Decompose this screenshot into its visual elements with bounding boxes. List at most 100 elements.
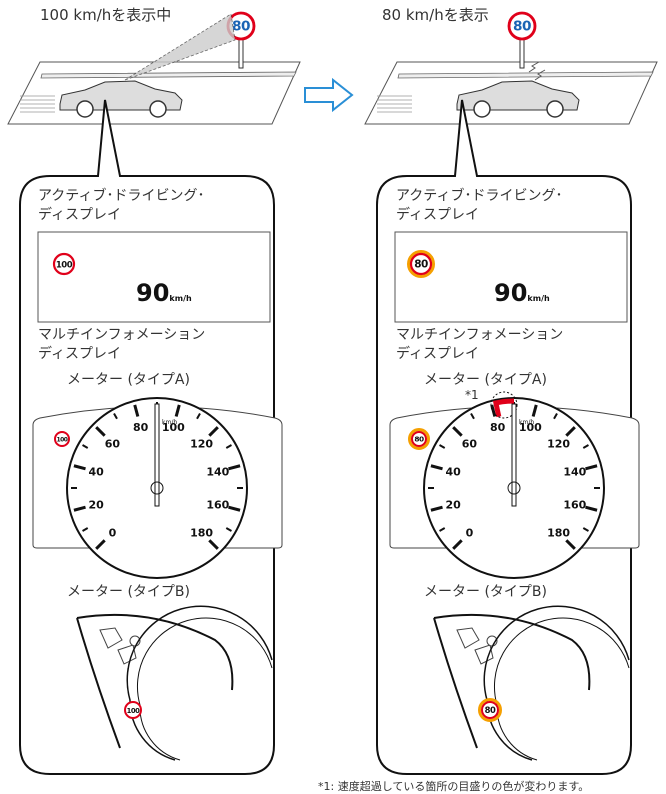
gauge-label-160: 160	[563, 498, 586, 511]
left-meter-a-sign: 100	[54, 431, 70, 447]
gauge-tick-80	[490, 404, 497, 417]
left-mid-title-2: ディスプレイ	[38, 346, 122, 362]
right-adhud-title-1: アクティブ･ドライビング･	[396, 188, 563, 204]
wheel	[473, 100, 491, 118]
right-adhud-title-2: ディスプレイ	[396, 207, 480, 223]
gauge-tick-50	[439, 444, 446, 449]
gauge-tick-180	[565, 539, 576, 550]
gauge-label-100: 100	[519, 421, 542, 434]
right-speed-value: 90	[494, 279, 528, 307]
gauge-label-180: 180	[190, 527, 213, 540]
right-sign-post	[519, 37, 525, 69]
gauge-tick-100	[174, 404, 181, 417]
signal-icon	[528, 61, 546, 81]
right-meter-b-housing	[433, 613, 591, 749]
gauge-tick-70	[113, 413, 118, 420]
sign-value: 80	[513, 19, 531, 35]
gauge-tick-40	[430, 464, 443, 471]
gauge-label-80: 80	[133, 421, 149, 434]
gauge-label-80: 80	[490, 421, 506, 434]
left-meter-b-title: メーター (タイプB)	[67, 584, 190, 600]
gauge-tick-100	[531, 404, 538, 417]
gauge-label-120: 120	[190, 437, 213, 450]
left-speed-unit: km/h	[169, 294, 192, 303]
right-meter-b-title: メーター (タイプB)	[424, 584, 547, 600]
gauge-label-180: 180	[547, 527, 570, 540]
left-road-sign: 80	[226, 11, 256, 41]
sign-value: 80	[485, 705, 496, 715]
sign-value: 80	[414, 435, 424, 444]
left-meter-b-housing	[76, 613, 234, 749]
gauge-label-0: 0	[109, 527, 117, 540]
gauge-tick-140	[585, 464, 598, 471]
gauge-tick-50	[82, 444, 89, 449]
sign-ring	[52, 252, 76, 276]
left-meter-a-title: メーター (タイプA)	[67, 372, 190, 388]
right-mid-title-2: ディスプレイ	[396, 346, 480, 362]
left-adhud-title-2: ディスプレイ	[38, 207, 122, 223]
warning-lamps	[99, 627, 137, 665]
gauge-tick-60	[452, 426, 463, 437]
gauge-tick-120	[208, 426, 219, 437]
gauge-tick-160	[228, 505, 241, 512]
right-speed-readout: 90km/h	[494, 279, 550, 307]
right-meter-b-outer-ring	[483, 605, 630, 761]
gauge-tick-20	[430, 505, 443, 512]
gauge-tick-140	[228, 464, 241, 471]
sign-ring	[507, 11, 537, 41]
gauge-tick-0	[452, 539, 463, 550]
right-adhud-display	[394, 231, 628, 323]
left-lane-line	[40, 71, 297, 79]
overspeed-tick-highlight	[492, 398, 515, 418]
sign-ring	[124, 701, 142, 719]
sign-ring	[481, 701, 499, 719]
gauge-tick-40	[73, 464, 86, 471]
gauge-label-160: 160	[206, 498, 229, 511]
gauge-label-20: 20	[88, 498, 104, 511]
sign-highlight	[407, 250, 435, 278]
sign-ring	[54, 431, 70, 447]
gauge-tick-130	[225, 444, 232, 449]
gauge-label-60: 60	[462, 437, 478, 450]
right-meter-a-title: メーター (タイプA)	[424, 372, 547, 388]
sign-value: 80	[414, 259, 428, 271]
gauge-label-140: 140	[206, 466, 229, 479]
right-meter-a-sign: 80	[408, 428, 430, 450]
left-adhud-sign: 100	[52, 252, 76, 276]
left-adhud-display	[37, 231, 271, 323]
left-meter-b-inner-ring	[136, 617, 273, 761]
gauge-tick-170	[225, 527, 232, 532]
sign-value: 100	[57, 437, 68, 444]
gauge-label-0: 0	[466, 527, 474, 540]
gauge-label-40: 40	[445, 466, 461, 479]
gauge-tick-20	[73, 505, 86, 512]
right-lane-line	[397, 71, 654, 79]
gauge-unit: km/h	[519, 419, 534, 426]
left-meter-b-sign: 100	[124, 701, 142, 719]
right-speed-unit: km/h	[527, 294, 550, 303]
right-needle	[511, 403, 517, 507]
sign-value: 80	[232, 19, 250, 35]
gauge-tick-180	[208, 539, 219, 550]
left-speed-value: 90	[136, 279, 170, 307]
left-needle-hub	[150, 481, 164, 495]
wheel	[149, 100, 167, 118]
gauge-label-20: 20	[445, 498, 461, 511]
gauge-label-120: 120	[547, 437, 570, 450]
gauge-tick-130	[582, 444, 589, 449]
right-mid-title-1: マルチインフォメーション	[396, 327, 564, 343]
gauge-tick-110	[196, 413, 201, 420]
left-adhud-title-1: アクティブ･ドライビング･	[38, 188, 205, 204]
sign-highlight	[408, 428, 430, 450]
gauge-label-40: 40	[88, 466, 104, 479]
overspeed-marker: *1	[465, 388, 479, 402]
gauge-tick-0	[95, 539, 106, 550]
left-needle	[154, 403, 160, 507]
sign-ring	[411, 431, 427, 447]
gauge-label-60: 60	[105, 437, 121, 450]
sign-value: 100	[127, 707, 140, 715]
sign-value: 100	[56, 261, 73, 271]
gauge-label-100: 100	[162, 421, 185, 434]
